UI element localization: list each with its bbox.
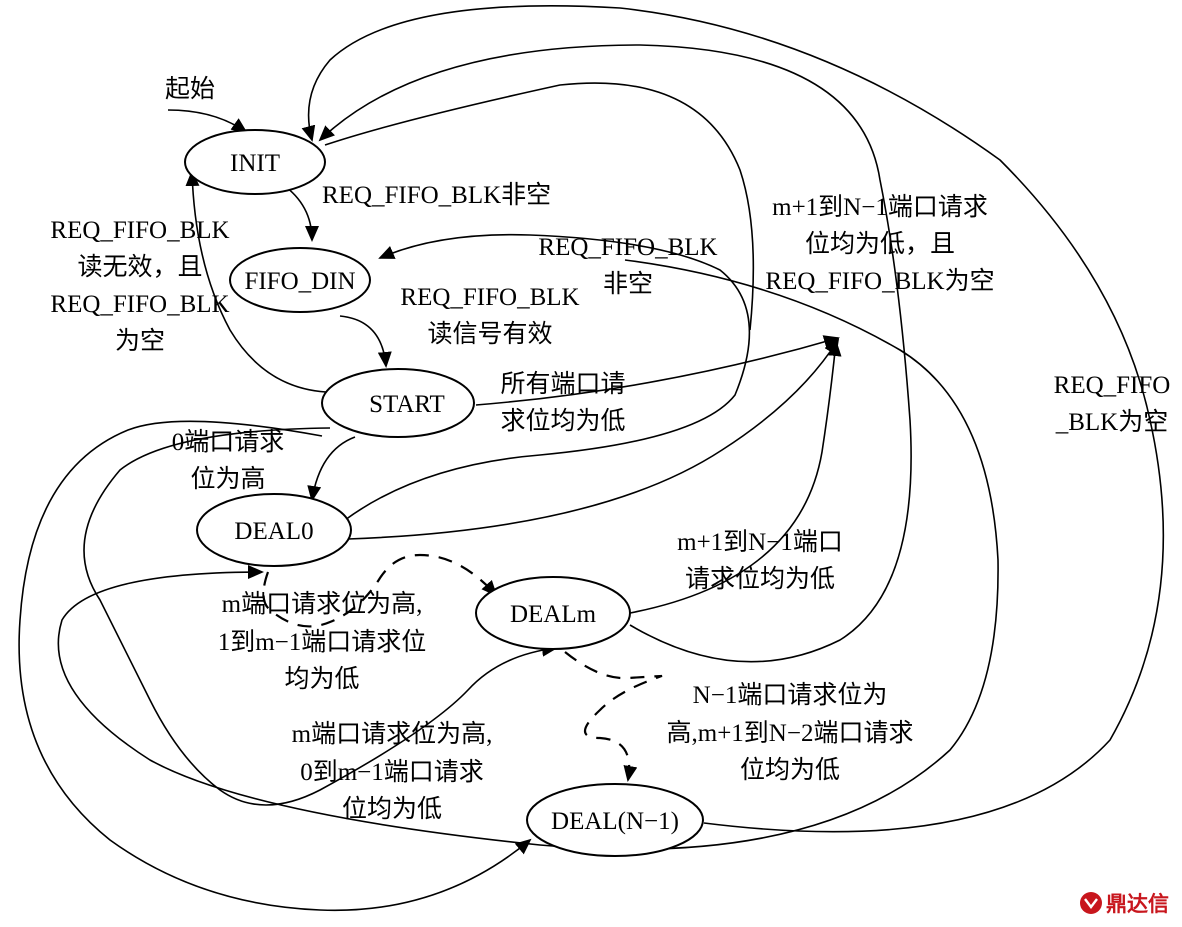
label-dealn-to-init-2: _BLK为空 [1055,408,1169,436]
watermark-text: 鼎达信 [1106,892,1169,916]
label-deal0-to-dealm-1: m端口请求位为高, [222,590,423,618]
state-dealn1-label: DEAL(N−1) [551,808,679,835]
state-fifo-din [229,247,371,313]
state-dealm-label: DEALm [510,601,597,628]
label-fifo-to-init-3: REQ_FIFO_BLK [50,291,229,318]
edge-dealm-to-low [629,340,842,614]
label-dealm-to-dealn-1: N−1端口请求位为 [693,681,888,709]
edge-start-to-dealm [83,427,558,806]
edge-dealm-to-dealn [564,651,663,782]
label-start-to-deal0-2: 位为高 [190,465,265,493]
label-dealn-to-init-1: REQ_FIFO [1054,372,1171,399]
label-dealm-to-dealn-3: 位均为低 [740,756,840,784]
label-dealm-to-low-1: m+1到N−1端口 [677,528,843,556]
label-dealm-to-dealn-2: 高,m+1到N−2端口请求 [667,719,914,747]
watermark-logo-icon [1080,892,1102,914]
state-start-label: START [369,391,445,418]
label-start-to-dealm-1: m端口请求位为高, [292,720,493,748]
label-init-to-fifo: REQ_FIFO_BLK非空 [322,181,551,209]
state-init-label: INIT [230,150,280,177]
state-deal0-label: DEAL0 [234,518,313,545]
label-start-to-dealm-2: 0到m−1端口请求 [300,758,484,786]
label-nonempty-2: 非空 [603,270,653,298]
edge-dealn-to-init [301,5,1165,833]
label-fifo-to-init-4: 为空 [115,327,165,355]
state-init [184,129,326,195]
edge-deal0-to-fifo [344,233,751,521]
label-deal-to-init-3: REQ_FIFO_BLK为空 [765,267,994,295]
label-deal0-to-dealm-3: 均为低 [284,665,359,693]
label-dealm-to-low-2: 请求位均为低 [685,565,835,593]
label-fifo-to-init-2: 读无效，且 [77,253,202,281]
edge-deal-to-fifo [57,259,999,851]
state-deal0 [196,493,352,567]
label-nonempty-1: REQ_FIFO_BLK [538,234,717,261]
label-start-all-low-1: 所有端口请 [500,370,625,398]
label-deal-to-init-1: m+1到N−1端口请求 [772,193,988,221]
watermark: 鼎达信 [1080,892,1169,916]
edge-start-entry [167,109,248,134]
label-start-to-deal0-1: 0端口请求 [172,428,285,456]
edge-init-to-fifo [281,183,319,242]
label-deal0-to-dealm-2: 1到m−1端口请求位 [218,628,427,656]
edge-dealm-to-init [318,44,912,663]
label-deal-to-init-2: 位均为低，且 [805,230,955,258]
state-fifo-din-label: FIFO_DIN [244,268,355,295]
edge-init-self-loop [324,82,755,331]
edge-start-all-low [475,335,840,406]
edge-start-to-deal0 [307,436,356,502]
label-start-entry: 起始 [165,75,215,103]
state-dealm [475,576,631,650]
edge-deal0-to-low [347,338,840,540]
label-fifo-to-start-1: REQ_FIFO_BLK [400,284,579,311]
state-dealn1 [526,783,704,857]
label-fifo-to-init-1: REQ_FIFO_BLK [50,217,229,244]
label-fifo-to-start-2: 读信号有效 [427,320,552,348]
edge-start-to-dealn [18,420,532,912]
label-start-all-low-2: 求位均为低 [500,407,625,435]
edge-fifo-to-start [339,315,392,368]
edge-fifo-to-init [185,170,327,393]
state-start [321,368,475,438]
label-start-to-dealm-3: 位均为低 [342,795,442,823]
